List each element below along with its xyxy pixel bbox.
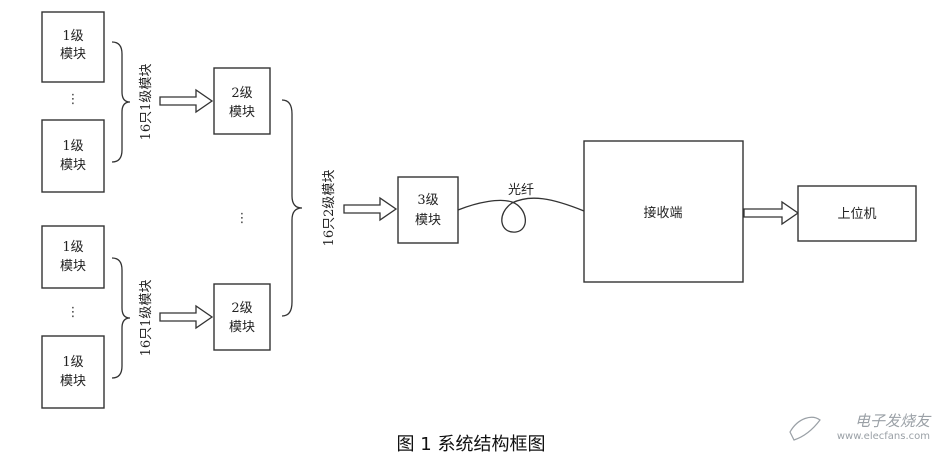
watermark-name: 电子发烧友 [854,412,930,430]
brace-level2-group [281,99,303,317]
level2-module-label-line2: 模块 [229,320,255,335]
level1-module-label-line2: 模块 [60,374,86,389]
arrow-level2-to-level3 [343,196,398,222]
host-computer-box: 上位机 [797,185,917,242]
level2-module-label-line1: 2级 [231,301,252,316]
level1-module-top-1: 1级 模块 [41,11,105,83]
arrow-level1-to-level2-upper [159,88,214,114]
fiber-cable [457,197,585,233]
level1-module-label-line1: 1级 [62,139,83,154]
level3-module-label-line2: 模块 [415,213,441,228]
label-16-level1-lower: 16只1级模块 [139,280,154,357]
figure-caption: 图 1 系统结构框图 [396,434,546,455]
receiver-label: 接收端 [643,205,682,221]
level1-module-label-line1: 1级 [62,29,83,44]
host-label: 上位机 [837,207,876,222]
watermark-logo-icon [789,416,821,441]
fiber-label: 光纤 [508,183,534,198]
arrow-receiver-to-host [743,200,800,226]
brace-lower-level1 [111,257,131,379]
level1-module-label-line1: 1级 [62,240,83,255]
level3-module-label-line1: 3级 [417,193,438,208]
level1-module-label-line2: 模块 [60,259,86,274]
level2-module-upper: 2级 模块 [213,67,271,135]
arrow-level1-to-level2-lower [159,304,214,330]
receiver-box: 接收端 [583,140,744,283]
level1-module-bottom-1: 1级 模块 [41,225,105,289]
level1-module-label-line2: 模块 [60,158,86,173]
level2-module-label-line2: 模块 [229,105,255,120]
level2-module-lower: 2级 模块 [213,283,271,351]
level1-module-bottom-2: 1级 模块 [41,335,105,409]
level3-module: 3级 模块 [397,176,459,244]
ellipsis-upper-level1: ⋮ [67,92,80,107]
ellipsis-lower-level1: ⋮ [67,305,80,320]
level1-module-top-2: 1级 模块 [41,119,105,193]
label-16-level2: 16只2级模块 [322,170,337,247]
level1-module-label-line1: 1级 [62,355,83,370]
watermark: 电子发烧友 www.elecfans.com [790,410,930,442]
brace-upper-level1 [111,41,131,163]
ellipsis-level2: ⋮ [236,211,249,226]
watermark-url: www.elecfans.com [836,431,930,442]
label-16-level1-upper: 16只1级模块 [139,64,154,141]
level2-module-label-line1: 2级 [231,86,252,101]
level1-module-label-line2: 模块 [60,47,86,62]
